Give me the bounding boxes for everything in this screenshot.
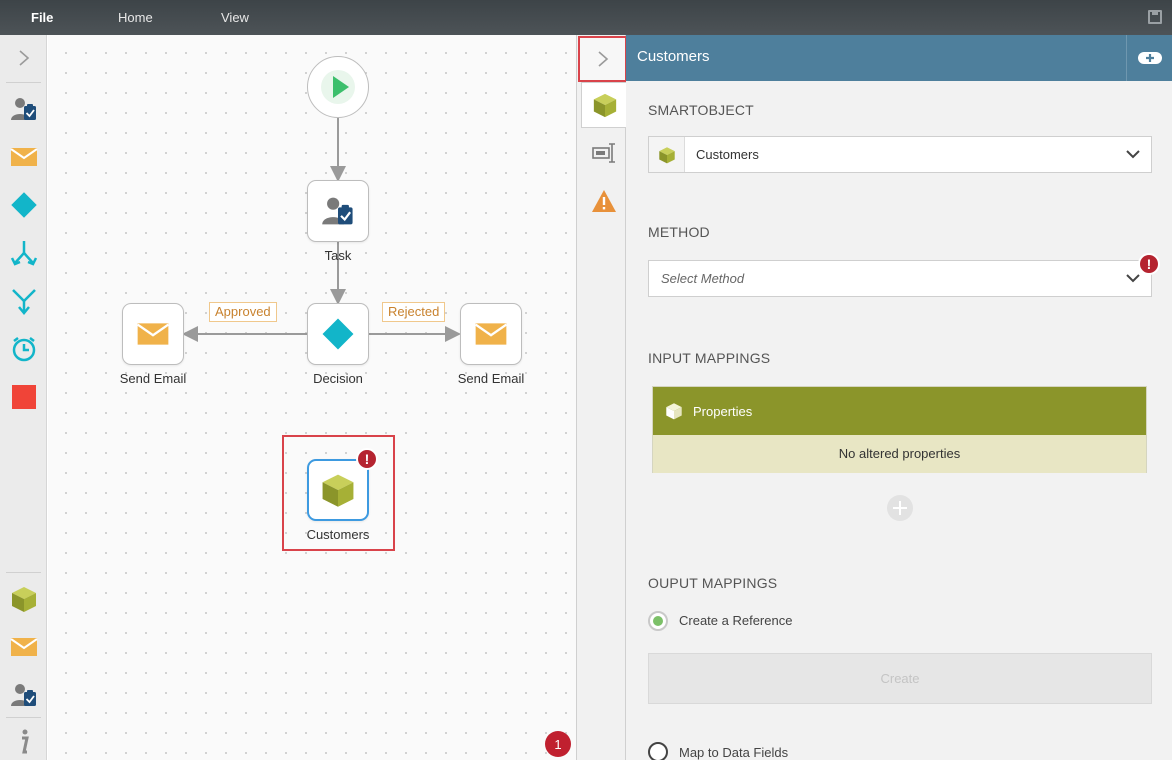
add-mapping-button[interactable] bbox=[887, 495, 913, 521]
method-error-badge: ! bbox=[1138, 253, 1160, 275]
property-tabs bbox=[576, 35, 627, 760]
end-icon bbox=[11, 385, 36, 409]
timer-tool[interactable] bbox=[0, 326, 47, 372]
chevron-down-icon bbox=[1126, 274, 1140, 283]
email-icon bbox=[474, 323, 508, 345]
menu-file[interactable]: File bbox=[31, 10, 54, 25]
decision-icon bbox=[322, 318, 354, 350]
customers-node-label: Customers bbox=[306, 527, 370, 542]
decision-node[interactable] bbox=[307, 303, 369, 365]
collapse-panel-button[interactable] bbox=[578, 36, 627, 82]
tab-properties[interactable] bbox=[581, 130, 627, 176]
tab-smartobject[interactable] bbox=[581, 82, 627, 128]
user-task-icon bbox=[10, 684, 36, 706]
smartobject-select[interactable]: Customers bbox=[648, 136, 1152, 173]
connector-lines bbox=[182, 118, 461, 342]
toolbox-divider bbox=[6, 572, 41, 573]
info-button[interactable] bbox=[0, 719, 47, 760]
create-button[interactable]: Create bbox=[648, 653, 1152, 704]
workflow-canvas[interactable]: Task Decision Send Email Send Email Appr… bbox=[48, 35, 576, 760]
create-reference-label: Create a Reference bbox=[679, 613, 793, 628]
email-icon bbox=[9, 148, 38, 166]
send-email-node-right[interactable] bbox=[460, 303, 522, 365]
save-icon[interactable] bbox=[1148, 10, 1162, 24]
input-mappings-heading: INPUT MAPPINGS bbox=[648, 350, 771, 366]
email-icon bbox=[9, 638, 38, 656]
chevron-down-icon bbox=[1126, 150, 1140, 159]
decision-icon bbox=[10, 192, 37, 218]
customers-smartobject-node[interactable] bbox=[307, 459, 369, 521]
create-reference-radio[interactable] bbox=[648, 611, 668, 631]
selected-node-highlight bbox=[282, 435, 395, 551]
send-email-label-right: Send Email bbox=[457, 371, 525, 386]
chevron-right-icon bbox=[597, 51, 608, 67]
user-task-icon bbox=[322, 197, 353, 225]
decision-tool[interactable] bbox=[0, 182, 47, 228]
split-icon bbox=[10, 241, 37, 266]
menu-bar: File Home View bbox=[0, 0, 1172, 35]
decision-label: Decision bbox=[313, 371, 363, 386]
send-email-label-left: Send Email bbox=[119, 371, 187, 386]
user-task-tool[interactable] bbox=[0, 86, 47, 132]
user-task-tool[interactable] bbox=[0, 672, 47, 718]
panel-add-button[interactable] bbox=[1126, 35, 1172, 81]
panel-title: Customers bbox=[637, 48, 710, 65]
smartobject-icon bbox=[593, 93, 616, 118]
merge-icon bbox=[11, 289, 36, 315]
task-node[interactable] bbox=[307, 180, 369, 242]
properties-header[interactable]: Properties bbox=[653, 387, 1146, 435]
approved-line-label[interactable]: Approved bbox=[209, 302, 277, 322]
map-to-data-fields-label: Map to Data Fields bbox=[679, 745, 789, 760]
info-icon bbox=[21, 729, 29, 754]
smartobject-icon bbox=[322, 474, 354, 507]
panel-header: Customers bbox=[626, 35, 1172, 81]
smartobject-select-value: Customers bbox=[696, 147, 759, 162]
start-node[interactable] bbox=[307, 56, 369, 118]
toolbox-divider bbox=[6, 82, 41, 83]
task-label: Task bbox=[324, 248, 352, 263]
toolbox bbox=[0, 35, 47, 760]
error-count-badge[interactable]: 1 bbox=[545, 731, 571, 757]
email-icon bbox=[136, 323, 170, 345]
method-placeholder: Select Method bbox=[661, 271, 745, 286]
properties-mapping-box[interactable]: Properties No altered properties bbox=[652, 386, 1147, 473]
toolbox-divider bbox=[6, 717, 41, 718]
map-to-data-fields-radio[interactable] bbox=[648, 742, 668, 760]
properties-header-label: Properties bbox=[693, 403, 753, 419]
rejected-line-label[interactable]: Rejected bbox=[382, 302, 446, 322]
end-tool[interactable] bbox=[0, 374, 47, 420]
properties-panel: Customers SMARTOBJECT Customers METHOD S… bbox=[626, 35, 1172, 760]
send-email-node-left[interactable] bbox=[122, 303, 184, 365]
expand-toolbox-button[interactable] bbox=[0, 35, 47, 81]
output-mappings-heading: OUPUT MAPPINGS bbox=[648, 575, 778, 591]
method-select[interactable]: Select Method bbox=[648, 260, 1152, 297]
method-heading: METHOD bbox=[648, 224, 710, 240]
menu-view[interactable]: View bbox=[221, 10, 249, 25]
merge-tool[interactable] bbox=[0, 278, 47, 324]
smartobject-tool[interactable] bbox=[0, 576, 47, 622]
email-tool[interactable] bbox=[0, 624, 47, 670]
timer-icon bbox=[12, 337, 35, 362]
smartobject-heading: SMARTOBJECT bbox=[648, 102, 754, 118]
smartobject-icon bbox=[666, 403, 682, 420]
no-altered-properties-text: No altered properties bbox=[653, 435, 1146, 473]
warning-icon bbox=[592, 190, 616, 212]
smartobject-icon bbox=[658, 146, 675, 163]
split-tool[interactable] bbox=[0, 230, 47, 276]
add-icon bbox=[1137, 52, 1162, 64]
smartobject-select-icon-box bbox=[649, 137, 685, 172]
smartobject-icon bbox=[11, 587, 36, 612]
email-tool[interactable] bbox=[0, 134, 47, 180]
tab-warnings[interactable] bbox=[581, 178, 627, 224]
play-icon bbox=[321, 70, 355, 104]
node-error-badge: ! bbox=[356, 448, 378, 470]
text-field-icon bbox=[592, 143, 615, 163]
menu-home[interactable]: Home bbox=[118, 10, 153, 25]
user-task-icon bbox=[10, 98, 36, 120]
